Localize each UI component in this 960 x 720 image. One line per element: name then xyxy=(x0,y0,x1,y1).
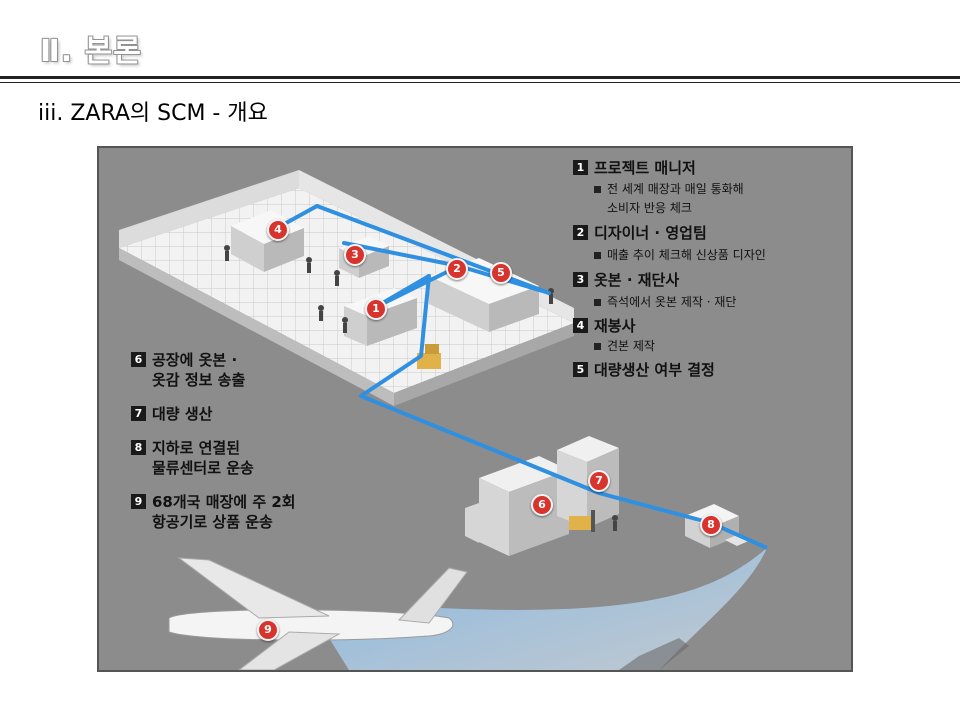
step-number: 8 xyxy=(131,440,146,455)
bullet-icon xyxy=(594,343,601,350)
step-line: 항공기로 상품 운송 xyxy=(152,513,273,531)
marker-7: 7 xyxy=(588,470,610,492)
step-title: 프로젝트 매니저 xyxy=(594,159,696,177)
step-line: 옷감 정보 송출 xyxy=(152,371,246,389)
step-title: 옷본 · 재단사 xyxy=(594,271,680,289)
title-divider-thin xyxy=(0,82,960,83)
marker-2: 2 xyxy=(446,258,468,280)
bullet-icon xyxy=(594,299,601,306)
marker-8: 8 xyxy=(700,514,722,536)
step-line: 지하로 연결된 xyxy=(152,439,241,457)
step-line: 68개국 매장에 주 2회 xyxy=(152,493,296,511)
step-3-desc-1: 즉석에서 옷본 제작 · 재단 xyxy=(594,293,736,311)
step-line: 공장에 옷본 · xyxy=(152,351,238,369)
step-2: 2 디자이너 · 영업팀 xyxy=(573,223,707,243)
step-2-desc-1: 매출 추이 체크해 신상품 디자인 xyxy=(594,246,766,264)
title-divider-thick xyxy=(0,76,960,79)
bullet-icon xyxy=(594,186,601,193)
step-line: 대량 생산 xyxy=(152,405,213,423)
step-number: 3 xyxy=(573,272,588,287)
marker-3: 3 xyxy=(344,244,366,266)
step-4-desc-1: 견본 제작 xyxy=(594,337,655,355)
step-number: 6 xyxy=(131,352,146,367)
step-5: 5 대량생산 여부 결정 xyxy=(573,360,715,380)
marker-1: 1 xyxy=(365,298,387,320)
step-number: 2 xyxy=(573,225,588,240)
zara-scm-illustration: 1 2 3 4 5 6 7 8 9 1 프로젝트 매니저 전 세계 매장과 매일… xyxy=(97,146,853,672)
step-number: 7 xyxy=(131,406,146,421)
step-number: 1 xyxy=(573,160,588,175)
step-1-desc-1: 전 세계 매장과 매일 통화해 xyxy=(594,180,744,198)
people-figures xyxy=(224,245,618,531)
marker-9: 9 xyxy=(257,619,279,641)
bullet-icon xyxy=(594,252,601,259)
forklift-illustrations xyxy=(417,344,595,532)
step-6: 6 공장에 옷본 · 옷감 정보 송출 xyxy=(131,350,245,390)
airplane-illustration xyxy=(168,557,689,670)
step-number: 9 xyxy=(131,494,146,509)
slide-title: Ⅱ. 본론 xyxy=(40,34,142,69)
step-7: 7 대량 생산 xyxy=(131,404,212,424)
step-title: 디자이너 · 영업팀 xyxy=(594,224,707,242)
step-title: 대량생산 여부 결정 xyxy=(594,361,715,379)
marker-6: 6 xyxy=(531,494,553,516)
marker-4: 4 xyxy=(267,219,289,241)
step-3: 3 옷본 · 재단사 xyxy=(573,270,679,290)
step-1-desc-2: 소비자 반응 체크 xyxy=(607,201,692,215)
step-number: 5 xyxy=(573,362,588,377)
step-1: 1 프로젝트 매니저 xyxy=(573,158,696,178)
step-title: 재봉사 xyxy=(594,317,636,335)
step-4: 4 재봉사 xyxy=(573,316,635,336)
step-line: 물류센터로 운송 xyxy=(152,459,254,477)
air-route-beam xyxy=(329,548,767,670)
slide-subtitle: iii. ZARA의 SCM - 개요 xyxy=(38,101,268,126)
marker-5: 5 xyxy=(490,262,512,284)
step-number: 4 xyxy=(573,318,588,333)
